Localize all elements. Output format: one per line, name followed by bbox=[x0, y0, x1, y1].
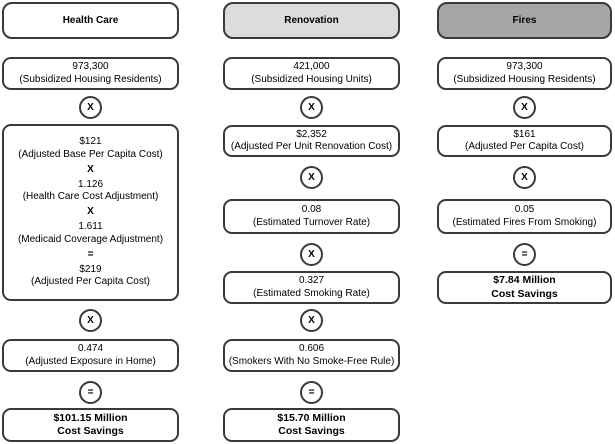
calc-line: (Adjusted Per Capita Cost) bbox=[31, 276, 150, 288]
multiply-operator: X bbox=[300, 166, 323, 189]
multiply-operator: X bbox=[300, 96, 323, 119]
multiply-operator: X bbox=[300, 243, 323, 266]
box-per-capita-cost-calculation: $121 (Adjusted Base Per Capita Cost) X 1… bbox=[2, 124, 179, 301]
box-label: (Estimated Fires From Smoking) bbox=[452, 216, 597, 228]
box-label: (Adjusted Per Capita Cost) bbox=[465, 141, 584, 152]
calc-line: (Adjusted Base Per Capita Cost) bbox=[18, 148, 163, 160]
calc-operator: = bbox=[87, 248, 94, 260]
equals-operator: = bbox=[79, 381, 102, 404]
multiply-operator: X bbox=[300, 309, 323, 332]
calc-line: $219 bbox=[79, 263, 102, 275]
box-label: (Adjusted Per Unit Renovation Cost) bbox=[230, 141, 393, 152]
box-value: 973,300 bbox=[72, 61, 109, 72]
box-cost-savings-renovation: $15.70 Million Cost Savings bbox=[223, 408, 400, 442]
calc-line: $121 bbox=[79, 136, 102, 148]
calc-line: 1.126 bbox=[77, 178, 104, 190]
box-renovation-cost: $2,352 (Adjusted Per Unit Renovation Cos… bbox=[223, 125, 400, 157]
calc-line: (Medicaid Coverage Adjustment) bbox=[17, 233, 164, 245]
box-label: (Estimated Smoking Rate) bbox=[253, 287, 370, 299]
operator-symbol: X bbox=[308, 171, 315, 183]
header-label: Health Care bbox=[62, 15, 119, 26]
box-label: (Subsidized Housing Units) bbox=[251, 73, 372, 85]
operator-symbol: X bbox=[308, 314, 315, 326]
operator-symbol: X bbox=[308, 248, 315, 260]
operator-symbol: X bbox=[87, 101, 94, 113]
equals-operator: = bbox=[300, 381, 323, 404]
box-residents-fires: 973,300 (Subsidized Housing Residents) bbox=[437, 57, 612, 90]
operator-symbol: X bbox=[87, 314, 94, 326]
calc-operator: X bbox=[87, 163, 94, 175]
column-fires: Fires 973,300 (Subsidized Housing Reside… bbox=[437, 0, 612, 444]
box-label: (Smokers With No Smoke-Free Rule) bbox=[228, 355, 395, 367]
header-fires: Fires bbox=[437, 2, 612, 39]
column-renovation: Renovation 421,000 (Subsidized Housing U… bbox=[223, 0, 400, 444]
operator-symbol: = bbox=[87, 386, 94, 398]
header-renovation: Renovation bbox=[223, 2, 400, 39]
result-label: Cost Savings bbox=[491, 287, 558, 300]
result-label: Cost Savings bbox=[57, 425, 124, 437]
box-housing-units: 421,000 (Subsidized Housing Units) bbox=[223, 57, 400, 90]
operator-symbol: X bbox=[308, 101, 315, 113]
box-value: 973,300 bbox=[506, 61, 543, 72]
operator-symbol: X bbox=[521, 101, 528, 113]
multiply-operator: X bbox=[513, 96, 536, 119]
header-health-care: Health Care bbox=[2, 2, 179, 39]
box-smoking-rate: 0.327 (Estimated Smoking Rate) bbox=[223, 271, 400, 304]
box-value: 0.474 bbox=[77, 343, 104, 354]
equals-operator: = bbox=[513, 243, 536, 266]
box-value: 0.08 bbox=[301, 204, 322, 215]
box-no-smoke-free-rule: 0.606 (Smokers With No Smoke-Free Rule) bbox=[223, 339, 400, 372]
multiply-operator: X bbox=[513, 166, 536, 189]
box-value: 0.606 bbox=[298, 343, 325, 354]
result-value: $7.84 Million bbox=[493, 274, 556, 286]
calc-line: (Health Care Cost Adjustment) bbox=[22, 191, 159, 203]
box-value: $2,352 bbox=[296, 128, 327, 140]
calc-line: 1.611 bbox=[78, 221, 103, 233]
header-label: Renovation bbox=[284, 15, 339, 26]
result-value: $15.70 Million bbox=[277, 411, 346, 424]
box-label: (Adjusted Exposure in Home) bbox=[25, 355, 156, 367]
calc-operator: X bbox=[87, 206, 94, 218]
header-label: Fires bbox=[512, 15, 537, 26]
box-value: 421,000 bbox=[293, 61, 330, 72]
box-residents-health-care: 973,300 (Subsidized Housing Residents) bbox=[2, 57, 179, 90]
box-cost-savings-fires: $7.84 Million Cost Savings bbox=[437, 271, 612, 304]
result-value: $101.15 Million bbox=[53, 411, 128, 424]
box-per-capita-cost-fires: $161 (Adjusted Per Capita Cost) bbox=[437, 125, 612, 157]
box-value: 0.327 bbox=[298, 275, 325, 286]
box-fires-from-smoking: 0.05 (Estimated Fires From Smoking) bbox=[437, 199, 612, 234]
operator-symbol: = bbox=[308, 386, 315, 398]
box-value: 0.05 bbox=[514, 204, 535, 215]
operator-symbol: = bbox=[521, 248, 528, 260]
box-adjusted-exposure: 0.474 (Adjusted Exposure in Home) bbox=[2, 339, 179, 372]
multiply-operator: X bbox=[79, 309, 102, 332]
box-value: $161 bbox=[513, 128, 536, 140]
box-label: (Subsidized Housing Residents) bbox=[19, 73, 162, 85]
result-label: Cost Savings bbox=[278, 425, 345, 437]
box-cost-savings-health-care: $101.15 Million Cost Savings bbox=[2, 408, 179, 442]
box-label: (Subsidized Housing Residents) bbox=[453, 73, 596, 85]
column-health-care: Health Care 973,300 (Subsidized Housing … bbox=[2, 0, 179, 444]
box-label: (Estimated Turnover Rate) bbox=[252, 216, 371, 228]
multiply-operator: X bbox=[79, 96, 102, 119]
box-turnover-rate: 0.08 (Estimated Turnover Rate) bbox=[223, 199, 400, 234]
operator-symbol: X bbox=[521, 171, 528, 183]
